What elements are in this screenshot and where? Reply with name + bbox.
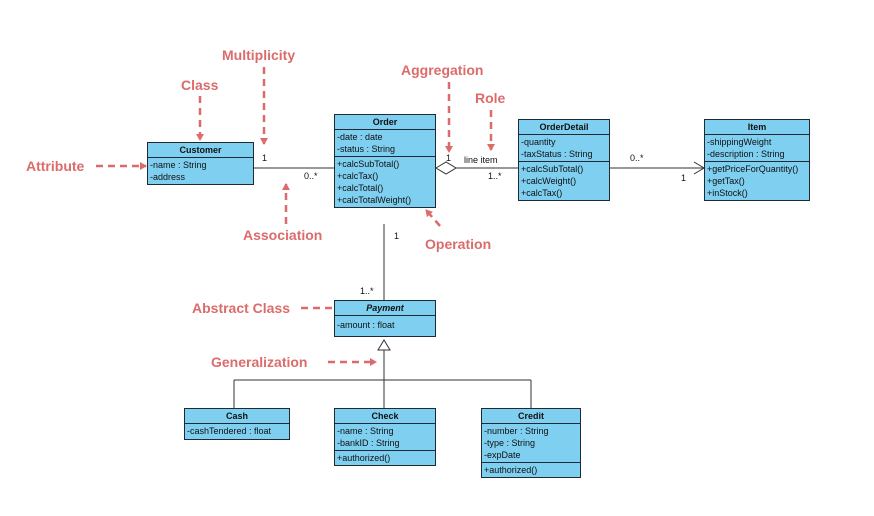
annotation-role: Role: [475, 90, 506, 106]
multiplicity-orderdetail-end: 1..*: [488, 171, 502, 181]
class-name: Payment: [335, 301, 435, 316]
attribute: -number : String: [484, 426, 549, 436]
operations-section: +getPriceForQuantity() +getTax() +inStoc…: [705, 162, 809, 200]
class-orderdetail: OrderDetail -quantity -taxStatus : Strin…: [518, 119, 610, 201]
operations-section: +authorized(): [482, 463, 580, 477]
attribute: -shippingWeight: [707, 137, 772, 147]
attributes-section: -name : String -bankID : String: [335, 424, 435, 451]
class-name: Item: [705, 120, 809, 135]
annotation-arrow-operation: [425, 209, 441, 227]
annotation-aggregation: Aggregation: [401, 62, 484, 78]
operation: +authorized(): [337, 453, 391, 463]
operation: +getTax(): [707, 176, 745, 186]
attribute: -type : String: [484, 438, 536, 448]
class-order: Order -date : date -status : String +cal…: [334, 114, 436, 208]
class-customer: Customer -name : String -address: [147, 142, 254, 185]
operations-section: +calcSubTotal() +calcTax() +calcTotal() …: [335, 157, 435, 207]
class-item: Item -shippingWeight -description : Stri…: [704, 119, 810, 201]
class-name: Credit: [482, 409, 580, 424]
class-name: Customer: [148, 143, 253, 158]
attribute: -name : String: [337, 426, 394, 436]
attributes-section: -shippingWeight -description : String: [705, 135, 809, 162]
annotation-abstract-class: Abstract Class: [192, 300, 291, 316]
annotation-class: Class: [181, 77, 219, 93]
operation: +calcTotalWeight(): [337, 195, 412, 205]
attributes-section: -date : date -status : String: [335, 130, 435, 157]
attributes-section: -quantity -taxStatus : String: [519, 135, 609, 162]
annotation-operation: Operation: [425, 236, 492, 252]
multiplicity-order-aggregate-end: 1: [446, 153, 452, 163]
class-credit: Credit -number : String -type : String -…: [481, 408, 581, 478]
attribute: -address: [150, 172, 186, 182]
operation: +calcTax(): [337, 171, 379, 181]
operation: +inStock(): [707, 188, 748, 198]
operation: +calcWeight(): [521, 176, 577, 186]
operations-section: +calcSubTotal() +calcWeight() +calcTax(): [519, 162, 609, 200]
generalization-triangle: [377, 339, 391, 351]
attribute: -quantity: [521, 137, 556, 147]
operation: +authorized(): [484, 465, 538, 475]
attribute: -date : date: [337, 132, 383, 142]
attribute: -cashTendered : float: [187, 426, 272, 436]
operation: +calcTax(): [521, 188, 563, 198]
multiplicity-order-payment-source: 1: [394, 231, 400, 241]
attribute: -name : String: [150, 160, 207, 170]
attribute: -expDate: [484, 450, 521, 460]
multiplicity-orderdetail-item-source: 0..*: [630, 153, 644, 163]
attributes-section: -cashTendered : float: [185, 424, 289, 439]
annotation-attribute: Attribute: [26, 158, 85, 174]
class-name: Order: [335, 115, 435, 130]
attributes-section: -amount : float: [335, 316, 435, 336]
attributes-section: -name : String -address: [148, 158, 253, 184]
annotation-association: Association: [243, 227, 323, 243]
aggregation-diamond: [435, 161, 457, 175]
attribute: -taxStatus : String: [521, 149, 593, 159]
operation: +calcSubTotal(): [337, 159, 400, 169]
attribute: -amount : float: [337, 320, 395, 330]
attribute: -bankID : String: [337, 438, 400, 448]
multiplicity-customer-end: 1: [262, 153, 268, 163]
operation: +getPriceForQuantity(): [707, 164, 799, 174]
annotation-generalization: Generalization: [211, 354, 308, 370]
attributes-section: -number : String -type : String -expDate: [482, 424, 580, 463]
annotation-multiplicity: Multiplicity: [222, 47, 296, 63]
role-label: line item: [464, 155, 498, 165]
operations-section: +authorized(): [335, 451, 435, 465]
class-name: OrderDetail: [519, 120, 609, 135]
attribute: -status : String: [337, 144, 396, 154]
operation: +calcTotal(): [337, 183, 384, 193]
class-name: Check: [335, 409, 435, 424]
attribute: -description : String: [707, 149, 785, 159]
class-cash: Cash -cashTendered : float: [184, 408, 290, 440]
class-name: Cash: [185, 409, 289, 424]
class-check: Check -name : String -bankID : String +a…: [334, 408, 436, 466]
multiplicity-payment-end: 1..*: [360, 286, 374, 296]
multiplicity-order-end: 0..*: [304, 171, 318, 181]
operation: +calcSubTotal(): [521, 164, 584, 174]
multiplicity-item-end: 1: [681, 173, 687, 183]
class-payment: Payment -amount : float: [334, 300, 436, 337]
